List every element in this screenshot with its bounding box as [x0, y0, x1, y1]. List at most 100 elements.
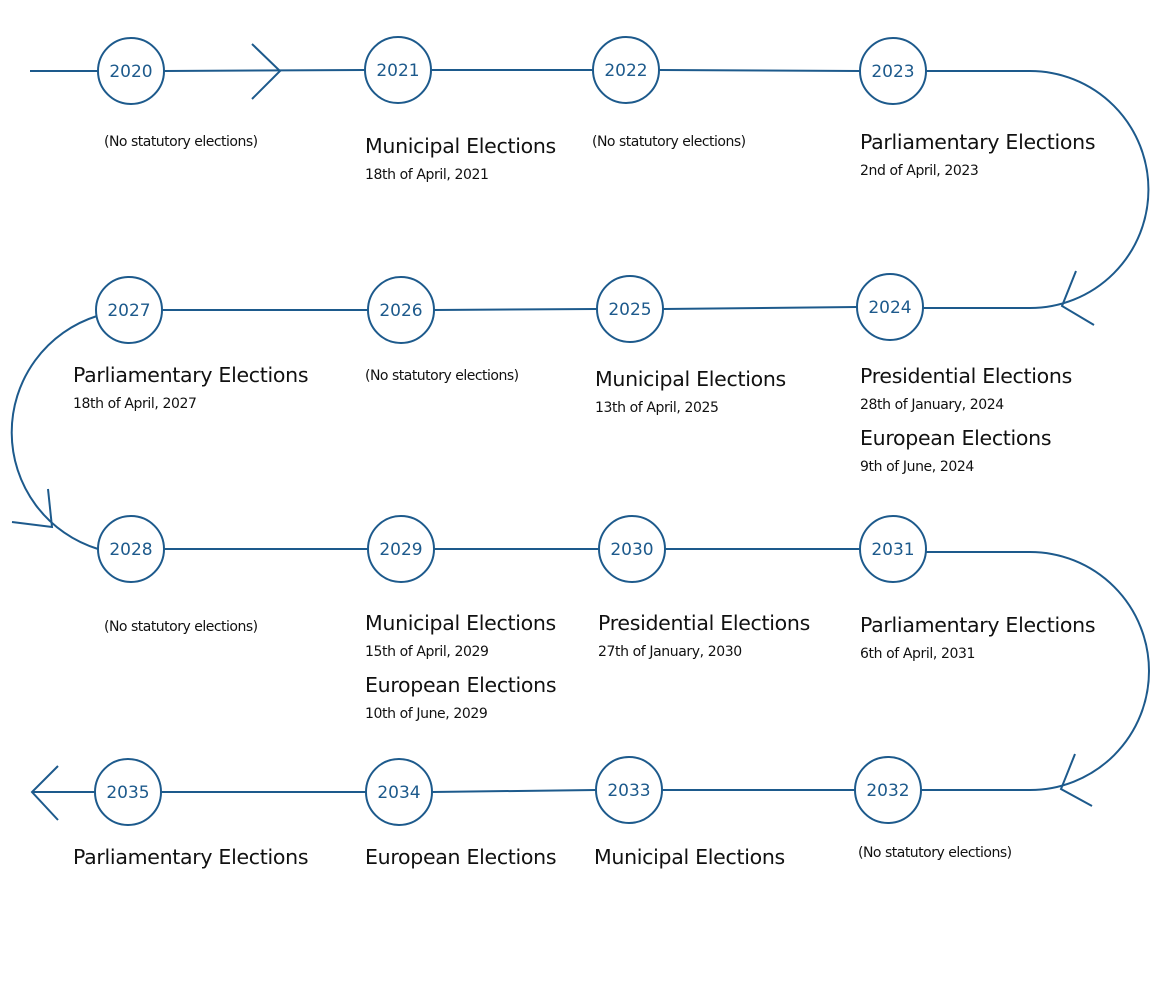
year-node: 2034	[365, 758, 433, 826]
timeline-segment	[658, 69, 861, 72]
no-elections-label: (No statutory elections)	[365, 368, 519, 384]
arrow-curve-icon	[1060, 270, 1095, 326]
year-node: 2020	[97, 37, 165, 105]
year-circle	[596, 275, 664, 343]
year-node: 2035	[94, 758, 162, 826]
year-label: 2020	[109, 62, 152, 82]
year-label: 2033	[607, 781, 650, 801]
year-circle	[367, 276, 435, 344]
election-date: 9th of June, 2024	[860, 459, 974, 475]
timeline-curve-right-1	[923, 70, 1150, 309]
year-circle	[95, 276, 163, 344]
year-label: 2029	[379, 540, 422, 560]
year-elections-2035: Parliamentary Elections	[73, 845, 309, 869]
election-date: 28th of January, 2024	[860, 397, 1004, 413]
year-node: 2029	[367, 515, 435, 583]
year-circle	[592, 36, 660, 104]
year-node: 2023	[859, 37, 927, 105]
year-circle	[859, 37, 927, 105]
year-node: 2028	[97, 515, 165, 583]
election-date: 18th of April, 2021	[365, 167, 489, 183]
election-name: Presidential Elections	[598, 611, 810, 635]
year-node: 2032	[854, 756, 922, 824]
election-name: Parliamentary Elections	[73, 845, 309, 869]
year-circle	[365, 758, 433, 826]
election-name: Presidential Elections	[860, 364, 1072, 388]
year-label: 2024	[868, 298, 911, 318]
year-node: 2026	[367, 276, 435, 344]
election-name: Municipal Elections	[365, 611, 556, 635]
year-elections-2023: Parliamentary Elections 2nd of April, 202…	[860, 130, 1096, 192]
year-node: 2031	[859, 515, 927, 583]
year-elections-2020: (No statutory elections)	[104, 133, 258, 151]
election-name: Parliamentary Elections	[860, 613, 1096, 637]
year-elections-2025: Municipal Elections 13th of April, 2025	[595, 367, 786, 429]
year-circle	[364, 36, 432, 104]
year-label: 2034	[377, 783, 420, 803]
year-elections-2026: (No statutory elections)	[365, 367, 519, 385]
election-date: 6th of April, 2031	[860, 646, 975, 662]
no-elections-label: (No statutory elections)	[104, 134, 258, 150]
year-label: 2023	[871, 62, 914, 82]
year-node: 2027	[95, 276, 163, 344]
year-circle	[854, 756, 922, 824]
arrow-curve-icon	[1059, 753, 1093, 807]
year-label: 2027	[107, 301, 150, 321]
timeline-curve-left	[10, 315, 99, 550]
year-circle	[859, 515, 927, 583]
year-circle	[97, 37, 165, 105]
year-elections-2030: Presidential Elections 27th of January, 2…	[598, 611, 810, 673]
year-label: 2022	[604, 61, 647, 81]
year-label: 2030	[610, 540, 653, 560]
year-elections-2034: European Elections	[365, 845, 557, 869]
election-name: European Elections	[860, 426, 1052, 450]
year-label: 2031	[871, 540, 914, 560]
year-circle	[598, 515, 666, 583]
election-name: European Elections	[365, 673, 557, 697]
year-node: 2022	[592, 36, 660, 104]
year-elections-2024: Presidential Elections 28th of January, 2…	[860, 364, 1072, 488]
timeline-segment	[163, 69, 366, 72]
year-elections-2031: Parliamentary Elections 6th of April, 203…	[860, 613, 1096, 675]
year-circle	[94, 758, 162, 826]
year-circle	[595, 756, 663, 824]
election-name: Municipal Elections	[594, 845, 785, 869]
election-date: 10th of June, 2029	[365, 706, 488, 722]
year-label: 2026	[379, 301, 422, 321]
timeline-segment	[433, 308, 598, 311]
year-label: 2021	[376, 61, 419, 81]
election-name: European Elections	[365, 845, 557, 869]
year-elections-2032: (No statutory elections)	[858, 844, 1012, 862]
timeline-curve-right-2	[921, 551, 1150, 791]
no-elections-label: (No statutory elections)	[858, 845, 1012, 861]
year-elections-2021: Municipal Elections 18th of April, 2021	[365, 134, 556, 196]
year-label: 2025	[608, 300, 651, 320]
election-name: Municipal Elections	[595, 367, 786, 391]
year-label: 2035	[106, 783, 149, 803]
election-date: 2nd of April, 2023	[860, 163, 979, 179]
election-date: 13th of April, 2025	[595, 400, 719, 416]
arrow-right-icon	[251, 43, 282, 100]
year-node: 2021	[364, 36, 432, 104]
no-elections-label: (No statutory elections)	[104, 619, 258, 635]
no-elections-label: (No statutory elections)	[592, 134, 746, 150]
year-circle	[856, 273, 924, 341]
year-node: 2030	[598, 515, 666, 583]
year-node: 2024	[856, 273, 924, 341]
year-circle	[97, 515, 165, 583]
year-node: 2033	[595, 756, 663, 824]
year-node: 2025	[596, 275, 664, 343]
election-date: 27th of January, 2030	[598, 644, 742, 660]
election-date: 15th of April, 2029	[365, 644, 489, 660]
year-label: 2032	[866, 781, 909, 801]
year-elections-2022: (No statutory elections)	[592, 133, 746, 151]
arrow-left-icon	[30, 765, 59, 821]
election-name: Municipal Elections	[365, 134, 556, 158]
year-label: 2028	[109, 540, 152, 560]
election-date: 18th of April, 2027	[73, 396, 197, 412]
timeline-segment	[431, 789, 597, 793]
election-name: Parliamentary Elections	[860, 130, 1096, 154]
